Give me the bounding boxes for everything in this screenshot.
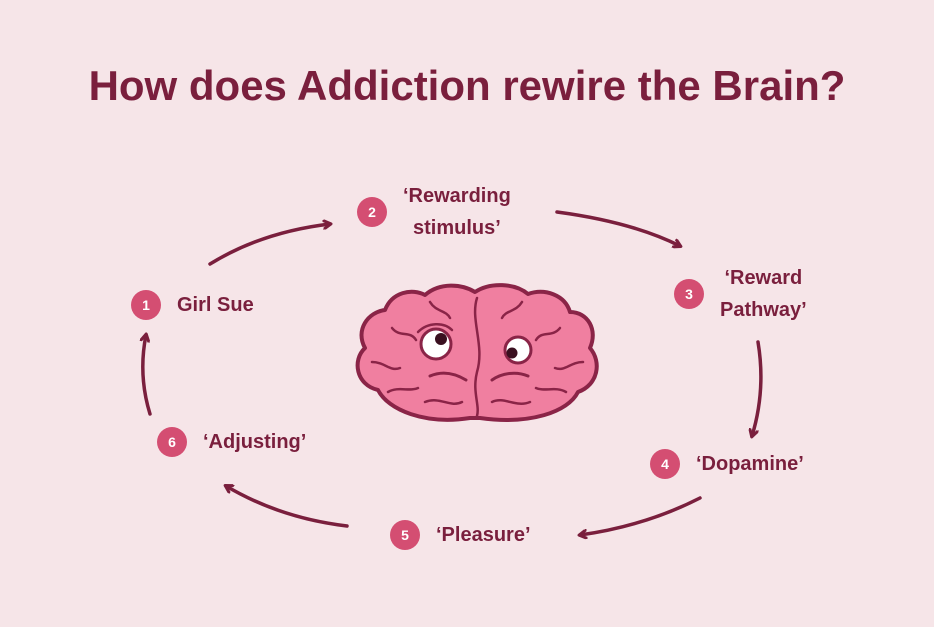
step-1-badge: 1 (131, 290, 161, 320)
page-title: How does Addiction rewire the Brain? (88, 62, 846, 109)
arrow-2-to-3 (555, 210, 680, 246)
brain-icon (355, 283, 599, 422)
arrow-1-to-2 (208, 224, 330, 266)
step-4: 4 ‘Dopamine’ (650, 448, 804, 480)
step-4-badge: 4 (650, 449, 680, 479)
arrow-4-to-5 (580, 496, 702, 535)
arrow-5-to-6 (226, 486, 349, 528)
step-1-label: Girl Sue (177, 294, 254, 316)
step-2: 2 ‘Rewarding stimulus’ (357, 180, 511, 244)
step-5-badge: 5 (390, 520, 420, 550)
step-2-badge: 2 (357, 197, 387, 227)
step-3: 3 ‘Reward Pathway’ (674, 262, 807, 326)
step-6-label: ‘Adjusting’ (203, 431, 307, 453)
step-4-label: ‘Dopamine’ (696, 453, 804, 475)
step-6-badge: 6 (157, 427, 187, 457)
step-5: 5 ‘Pleasure’ (390, 519, 531, 551)
arrow-3-to-4 (752, 340, 763, 436)
step-5-label: ‘Pleasure’ (436, 524, 531, 546)
step-3-badge: 3 (674, 279, 704, 309)
arrow-6-to-1 (143, 335, 152, 416)
step-3-label: ‘Reward Pathway’ (720, 267, 807, 321)
step-6: 6 ‘Adjusting’ (157, 426, 306, 458)
step-1: 1 Girl Sue (131, 289, 254, 321)
step-2-label: ‘Rewarding stimulus’ (403, 185, 511, 239)
